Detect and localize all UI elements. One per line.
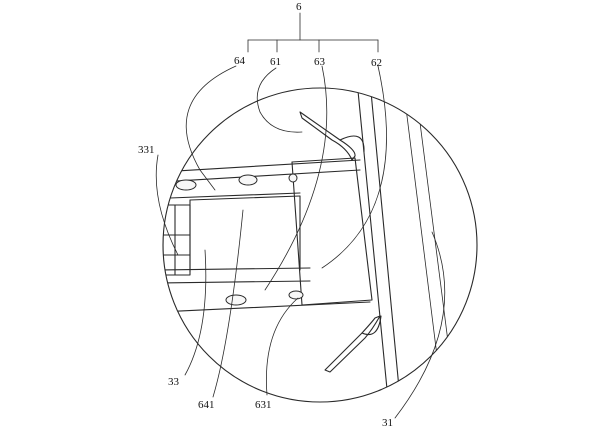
detail-circle xyxy=(162,87,478,403)
label-63: 63 xyxy=(314,56,326,68)
label-33: 33 xyxy=(168,376,180,388)
label-331: 331 xyxy=(138,144,155,156)
label-61: 61 xyxy=(270,56,281,68)
upper-hook xyxy=(299,111,356,161)
label-31: 31 xyxy=(382,417,393,429)
label-64: 64 xyxy=(234,55,246,67)
lower-hook xyxy=(324,315,381,373)
detail-mechanism xyxy=(163,88,459,402)
leader-lines xyxy=(155,65,446,419)
group-bracket xyxy=(247,12,379,53)
label-62: 62 xyxy=(371,57,382,69)
label-6: 6 xyxy=(296,1,302,13)
label-641: 641 xyxy=(198,399,215,411)
label-631: 631 xyxy=(255,399,272,411)
